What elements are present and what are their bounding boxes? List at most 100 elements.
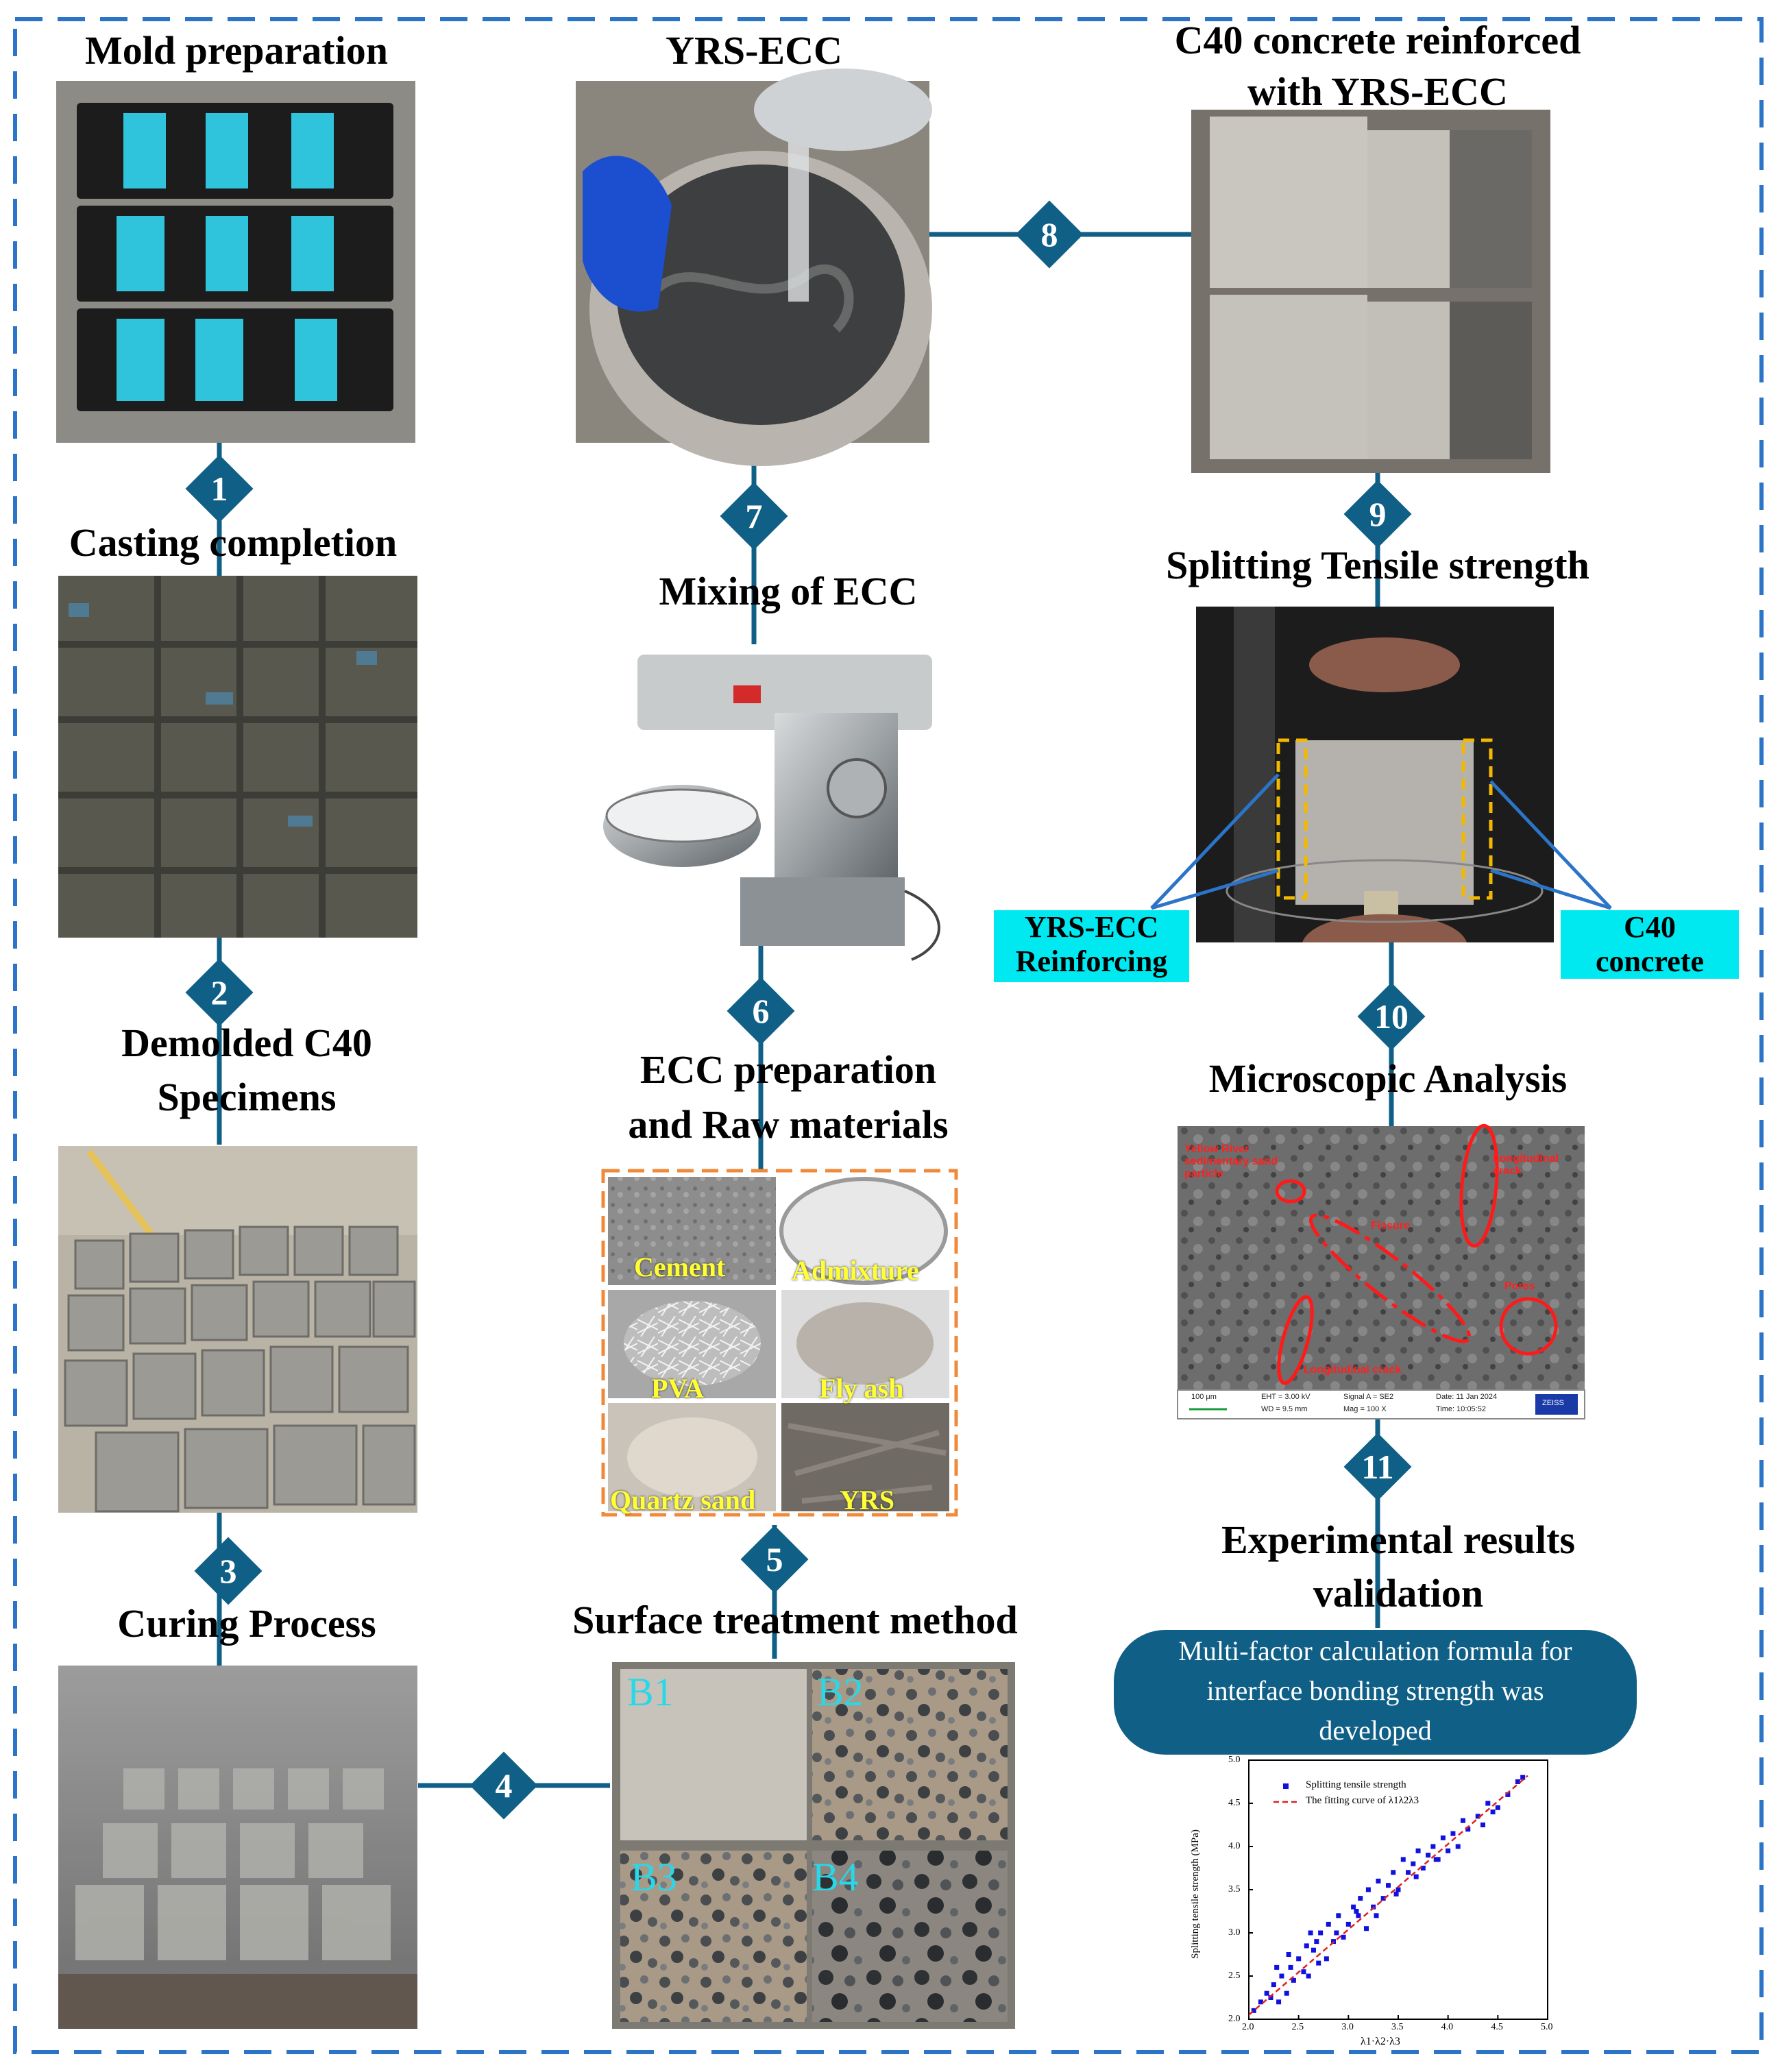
chart-point (1380, 1896, 1386, 1901)
callout-right-line1: C40 (1624, 910, 1676, 944)
title-reinforced-line1: C40 concrete reinforced (1174, 18, 1581, 62)
chart-point (1411, 1861, 1416, 1866)
step-number-8: 8 (1040, 215, 1058, 254)
sem-annotation-fissure: Fissure (1371, 1220, 1410, 1232)
chart-fit-line (1248, 1775, 1528, 2016)
sample-label-b3: B3 (631, 1855, 677, 1899)
chart-point (1251, 2008, 1256, 2013)
chart-ytick-label: 5.0 (1228, 1755, 1241, 1765)
chart-point (1341, 1934, 1346, 1940)
chart-xtick-label: 3.0 (1341, 2022, 1354, 2032)
chart-point (1310, 1947, 1316, 1953)
photo-mold-preparation (56, 81, 415, 443)
chart-point (1495, 1805, 1500, 1810)
chart-point (1314, 1939, 1319, 1945)
chart-point (1304, 1943, 1309, 1949)
chart-point (1515, 1779, 1520, 1784)
chart-point (1279, 1973, 1284, 1979)
photo-demolded-specimens (58, 1146, 417, 1513)
chart-point (1433, 1857, 1439, 1862)
chart-point (1406, 1870, 1411, 1875)
chart-point (1274, 1964, 1280, 1970)
chart-xtick-label: 3.5 (1391, 2022, 1404, 2032)
sem-info-date: Date: 11 Jan 2024 (1436, 1393, 1498, 1401)
chart-point (1334, 1930, 1339, 1936)
chart-point (1475, 1814, 1480, 1819)
sem-info-eht: EHT = 3.00 kV (1261, 1393, 1310, 1401)
chart-xtick-label: 4.0 (1441, 2022, 1454, 2032)
dashed-frame (13, 17, 1764, 2054)
title-microscopic-analysis: Microscopic Analysis (1208, 1056, 1568, 1101)
callout-right-line2: concrete (1596, 944, 1704, 978)
chart-point (1371, 1904, 1376, 1910)
chart-point (1415, 1848, 1421, 1853)
chart-ytick-label: 2.5 (1228, 1971, 1241, 1981)
chart-point (1413, 1874, 1419, 1879)
chart-point (1306, 1973, 1311, 1979)
chart-point (1318, 1930, 1324, 1936)
chart-legend-point-symbol (1283, 1783, 1289, 1789)
title-demolded-line1: Demolded C40 (121, 1021, 372, 1065)
photo-casting-completion (58, 576, 417, 938)
chart-xtick-label: 5.0 (1541, 2022, 1553, 2032)
chart-point (1268, 1995, 1273, 2000)
title-results-line1: Experimental results (1221, 1518, 1576, 1562)
chart-point (1264, 1990, 1269, 1996)
callout-left-line1: YRS-ECC (1024, 910, 1159, 944)
chart-point (1288, 1964, 1293, 1970)
photo-reinforced-specimens (1191, 110, 1550, 473)
chart-point (1365, 1887, 1371, 1892)
title-reinforced-line2: with YRS-ECC (1247, 69, 1508, 114)
chart-frame (1186, 1759, 1548, 2049)
title-yrs-ecc: YRS-ECC (666, 28, 842, 73)
chart-point (1351, 1904, 1356, 1910)
chart-point (1326, 1921, 1331, 1927)
chart-point (1324, 1956, 1329, 1962)
material-label-cement: Cement (634, 1252, 726, 1282)
step-number-6: 6 (752, 992, 770, 1030)
chart-point (1426, 1853, 1431, 1858)
photo-raw-materials (601, 1169, 958, 1517)
title-demolded-line2: Specimens (157, 1075, 337, 1119)
result-line-2: interface bonding strength was (1206, 1675, 1544, 1706)
chart-ytick-label: 4.5 (1228, 1798, 1241, 1808)
chart-point (1465, 1827, 1471, 1832)
chart-point (1391, 1870, 1396, 1875)
material-label-admixture: Admixture (792, 1255, 919, 1286)
step-number-9: 9 (1369, 495, 1387, 533)
material-label-yrs: YRS (840, 1485, 895, 1515)
title-splitting-tensile: Splitting Tensile strength (1166, 543, 1589, 587)
chart-ytick-label: 4.0 (1228, 1841, 1241, 1851)
chart-point (1316, 1960, 1321, 1966)
chart-point (1276, 1999, 1282, 2005)
step-number-11: 11 (1361, 1448, 1394, 1486)
sample-label-b1: B1 (627, 1670, 674, 1714)
step-number-3: 3 (219, 1552, 237, 1590)
chart-xlabel: λ1·λ2·λ3 (1361, 2036, 1400, 2047)
chart-xtick-label: 2.5 (1291, 2022, 1304, 2032)
title-mold-preparation: Mold preparation (85, 28, 388, 73)
title-surface-treatment: Surface treatment method (572, 1598, 1018, 1642)
material-label-quartz-sand: Quartz sand (610, 1485, 756, 1515)
step-number-2: 2 (210, 973, 228, 1012)
sample-label-b2: B2 (817, 1670, 864, 1714)
material-label-pva: PVA (651, 1373, 705, 1404)
chart-point (1374, 1913, 1379, 1918)
callout-yrs-ecc-reinforcing: YRS-ECC Reinforcing (994, 910, 1189, 982)
chart-point (1385, 1883, 1391, 1888)
chart-xtick-label: 4.5 (1491, 2022, 1503, 2032)
material-label-fly-ash: Fly ash (819, 1373, 904, 1404)
sem-annotation-longitudinal-crack-bottom: Longitudinal crack (1304, 1364, 1402, 1376)
chart-point (1258, 1999, 1263, 2005)
title-curing-process: Curing Process (117, 1601, 376, 1646)
chart-point (1354, 1909, 1359, 1914)
callout-left-line2: Reinforcing (1015, 944, 1168, 978)
chart-ytick-label: 3.0 (1228, 1927, 1241, 1938)
title-mixing-of-ecc: Mixing of ECC (659, 569, 918, 613)
photo-surface-treatment (612, 1662, 1015, 2029)
chart-point (1345, 1921, 1351, 1927)
sem-info-wd: WD = 9.5 mm (1261, 1405, 1308, 1413)
chart-ylabel: Splitting tensile strength (MPa) (1189, 1829, 1201, 1959)
chart-point (1336, 1913, 1341, 1918)
